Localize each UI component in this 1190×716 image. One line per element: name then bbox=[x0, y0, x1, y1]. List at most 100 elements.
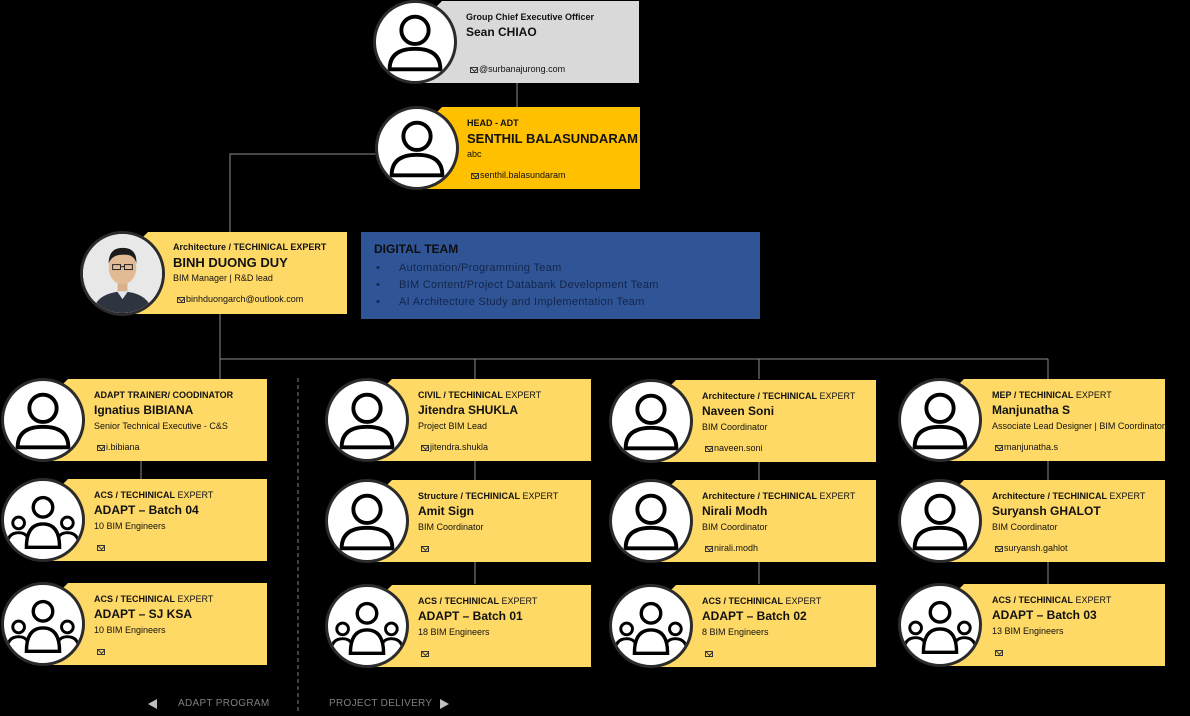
mail-icon bbox=[97, 545, 105, 551]
head-name: SENTHIL BALASUNDARAM bbox=[467, 131, 638, 146]
mail-icon bbox=[421, 546, 429, 552]
member-sub: 18 BIM Engineers bbox=[418, 627, 490, 637]
ceo-role: Group Chief Executive Officer bbox=[466, 12, 595, 22]
ceo-email[interactable]: @surbanajurong.com bbox=[470, 64, 565, 75]
person-icon bbox=[609, 479, 693, 563]
member-role: Structure / TECHINICAL EXPERT bbox=[418, 491, 559, 501]
head-role: HEAD - ADT bbox=[467, 118, 519, 128]
member-email[interactable] bbox=[421, 543, 430, 554]
mail-icon bbox=[177, 297, 185, 303]
head-email[interactable]: senthil.balasundaram bbox=[471, 170, 566, 181]
digital-team-item: AI Architecture Study and Implementation… bbox=[374, 294, 747, 311]
digital-team-title: DIGITAL TEAM bbox=[374, 242, 459, 256]
member-name: ADAPT – Batch 03 bbox=[992, 608, 1097, 622]
group-icon bbox=[325, 584, 409, 668]
member-email[interactable] bbox=[421, 648, 430, 659]
member-email[interactable]: jitendra.shukla bbox=[421, 442, 488, 453]
member-role: ACS / TECHINICAL EXPERT bbox=[94, 490, 214, 500]
member-role: CIVIL / TECHINICAL EXPERT bbox=[418, 390, 542, 400]
person-icon bbox=[609, 379, 693, 463]
person-icon bbox=[373, 0, 457, 84]
lead-photo bbox=[80, 231, 165, 316]
member-sub: 10 BIM Engineers bbox=[94, 521, 166, 531]
member-role: MEP / TECHINICAL EXPERT bbox=[992, 390, 1112, 400]
member-role: ACS / TECHINICAL EXPERT bbox=[94, 594, 214, 604]
member-name: Ignatius BIBIANA bbox=[94, 403, 194, 417]
digital-team-item: BIM Content/Project Databank Development… bbox=[374, 277, 747, 294]
member-name: ADAPT – Batch 04 bbox=[94, 503, 199, 517]
person-icon bbox=[898, 479, 982, 563]
lead-sub: BIM Manager | R&D lead bbox=[173, 273, 273, 283]
member-name: ADAPT – Batch 01 bbox=[418, 609, 523, 623]
mail-icon bbox=[471, 173, 479, 179]
arrow-right-icon bbox=[440, 699, 449, 709]
member-name: Nirali Modh bbox=[702, 504, 768, 518]
member-email[interactable]: nirali.modh bbox=[705, 543, 758, 554]
member-card: ACS / TECHINICAL EXPERT ADAPT – Batch 01… bbox=[370, 585, 591, 667]
member-sub: BIM Coordinator bbox=[992, 522, 1058, 532]
mail-icon bbox=[421, 445, 429, 451]
group-icon bbox=[898, 583, 982, 667]
mail-icon bbox=[995, 650, 1003, 656]
member-name: Naveen Soni bbox=[702, 404, 775, 418]
group-icon bbox=[609, 584, 693, 668]
person-icon bbox=[325, 479, 409, 563]
member-sub: BIM Coordinator bbox=[702, 422, 768, 432]
digital-team-item: Automation/Programming Team bbox=[374, 260, 747, 277]
head-sub: abc bbox=[467, 149, 482, 159]
mail-icon bbox=[705, 546, 713, 552]
member-email[interactable] bbox=[705, 648, 714, 659]
mail-icon bbox=[705, 446, 713, 452]
member-email[interactable]: naveen.soni bbox=[705, 443, 763, 454]
member-name: Amit Sign bbox=[418, 504, 474, 518]
lead-name: BINH DUONG DUY bbox=[173, 255, 288, 270]
member-card: ADAPT TRAINER/ COODINATOR Ignatius BIBIA… bbox=[46, 379, 267, 461]
footer-left-label: ADAPT PROGRAM bbox=[178, 698, 270, 709]
member-sub: 10 BIM Engineers bbox=[94, 625, 166, 635]
mail-icon bbox=[97, 649, 105, 655]
member-email[interactable]: suryansh.gahlot bbox=[995, 543, 1068, 554]
mail-icon bbox=[705, 651, 713, 657]
member-role: ACS / TECHINICAL EXPERT bbox=[702, 596, 822, 606]
member-email[interactable]: manjunatha.s bbox=[995, 442, 1058, 453]
digital-team-box: DIGITAL TEAM Automation/Programming Team… bbox=[361, 232, 760, 319]
member-name: Suryansh GHALOT bbox=[992, 504, 1101, 518]
mail-icon bbox=[995, 546, 1003, 552]
lead-role: Architecture / TECHINICAL EXPERT bbox=[173, 242, 327, 252]
member-role: Architecture / TECHINICAL EXPERT bbox=[702, 391, 856, 401]
member-role: ACS / TECHINICAL EXPERT bbox=[992, 595, 1112, 605]
group-icon bbox=[1, 478, 85, 562]
member-email[interactable]: i.bibiana bbox=[97, 442, 140, 453]
person-icon bbox=[1, 378, 85, 462]
member-role: ACS / TECHINICAL EXPERT bbox=[418, 596, 538, 606]
lead-email[interactable]: binhduongarch@outlook.com bbox=[177, 294, 303, 305]
ceo-name: Sean CHIAO bbox=[466, 25, 537, 39]
member-sub: Senior Technical Executive - C&S bbox=[94, 421, 228, 431]
member-email[interactable] bbox=[97, 646, 106, 657]
member-name: ADAPT – Batch 02 bbox=[702, 609, 807, 623]
member-name: Manjunatha S bbox=[992, 403, 1071, 417]
person-icon bbox=[325, 378, 409, 462]
person-icon bbox=[898, 378, 982, 462]
footer-right-label: PROJECT DELIVERY bbox=[329, 698, 433, 709]
member-sub: BIM Coordinator bbox=[702, 522, 768, 532]
member-sub: 8 BIM Engineers bbox=[702, 627, 769, 637]
mail-icon bbox=[470, 67, 478, 73]
member-email[interactable] bbox=[97, 542, 106, 553]
mail-icon bbox=[421, 651, 429, 657]
member-sub: Project BIM Lead bbox=[418, 421, 488, 431]
arrow-left-icon bbox=[148, 699, 157, 709]
mail-icon bbox=[995, 445, 1003, 451]
member-sub: BIM Coordinator bbox=[418, 522, 484, 532]
member-sub: Associate Lead Designer | BIM Coordinato… bbox=[992, 421, 1165, 431]
member-email[interactable] bbox=[995, 647, 1004, 658]
member-sub: 13 BIM Engineers bbox=[992, 626, 1064, 636]
member-role: Architecture / TECHINICAL EXPERT bbox=[702, 491, 856, 501]
member-name: Jitendra SHUKLA bbox=[418, 403, 519, 417]
person-icon bbox=[375, 106, 459, 190]
member-role: Architecture / TECHINICAL EXPERT bbox=[992, 491, 1146, 501]
member-card: MEP / TECHINICAL EXPERT Manjunatha S Ass… bbox=[942, 379, 1165, 461]
group-icon bbox=[1, 582, 85, 666]
member-role: ADAPT TRAINER/ COODINATOR bbox=[94, 390, 234, 400]
